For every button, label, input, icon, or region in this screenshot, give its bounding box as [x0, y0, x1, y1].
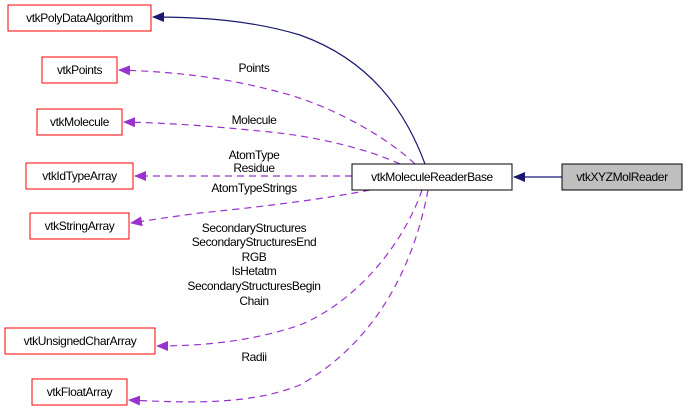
- node-vtkunsignedchararray[interactable]: vtkUnsignedCharArray: [4, 327, 156, 355]
- node-label: vtkMolecule: [50, 115, 110, 129]
- node-vtkpoints[interactable]: vtkPoints: [41, 56, 118, 84]
- node-label: vtkUnsignedCharArray: [24, 334, 137, 348]
- node-vtkpolydataalgorithm[interactable]: vtkPolyDataAlgorithm: [7, 4, 152, 32]
- node-vtkxyzmolreader: vtkXYZMolReader: [561, 163, 683, 191]
- edge-label-residue: Residue: [233, 161, 275, 175]
- edge-label-secondarystructures: SecondaryStructures: [202, 221, 307, 235]
- edges: [118, 12, 562, 406]
- edge-label-points: Points: [239, 61, 270, 75]
- node-vtkmoleculereaderbase[interactable]: vtkMoleculeReaderBase: [351, 163, 513, 191]
- usage-edge-string-array: [130, 189, 371, 227]
- node-vtkfloatarray[interactable]: vtkFloatArray: [31, 378, 128, 406]
- usage-edge-unsigned-char-array: [156, 189, 423, 351]
- node-label: vtkXYZMolReader: [576, 170, 668, 184]
- edge-label-atomtypestrings: AtomTypeStrings: [211, 181, 297, 195]
- edge-label-secondarystructuresend: SecondaryStructuresEnd: [192, 235, 317, 249]
- node-label: vtkMoleculeReaderBase: [371, 170, 493, 184]
- node-label: vtkFloatArray: [47, 385, 113, 399]
- node-label: vtkPolyDataAlgorithm: [26, 11, 133, 25]
- node-vtkidtypearray[interactable]: vtkIdTypeArray: [25, 162, 134, 190]
- node-label: vtkIdTypeArray: [42, 169, 117, 183]
- edge-labels: Points Molecule AtomType Residue AtomTyp…: [187, 61, 321, 364]
- edge-label-molecule: Molecule: [232, 113, 278, 127]
- usage-edge-float-array: [128, 189, 429, 406]
- edge-label-secondarystructuresbegin: SecondaryStructuresBegin: [187, 279, 320, 293]
- edge-label-atomtype: AtomType: [229, 148, 281, 162]
- usage-edge-points: [118, 65, 416, 165]
- node-vtkstringarray[interactable]: vtkStringArray: [29, 212, 130, 240]
- edge-label-radii: Radii: [241, 350, 266, 364]
- node-vtkmolecule[interactable]: vtkMolecule: [36, 108, 123, 136]
- inheritance-edge-polydata: [152, 12, 426, 165]
- node-label: vtkPoints: [57, 63, 102, 77]
- edge-label-rgb: RGB: [242, 250, 267, 264]
- node-label: vtkStringArray: [45, 219, 115, 233]
- edge-label-ishetatm: IsHetatm: [232, 264, 277, 278]
- usage-edge-molecule: [123, 117, 401, 165]
- edge-label-chain: Chain: [239, 294, 268, 308]
